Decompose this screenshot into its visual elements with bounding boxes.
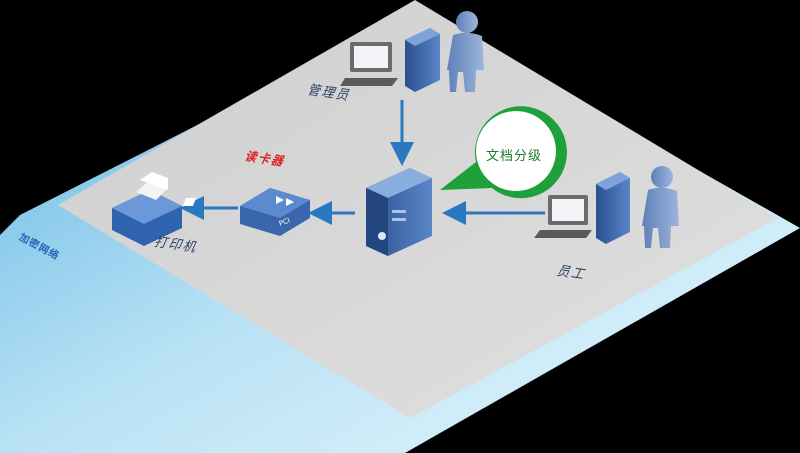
callout-label: 文档分级: [486, 149, 543, 164]
employee-computer-icon: [534, 172, 630, 244]
server-icon: [366, 168, 432, 256]
admin-computer-icon: [340, 28, 440, 92]
employee-person-icon: [642, 166, 679, 248]
card-reader-icon: [183, 188, 310, 236]
printer-icon: [112, 172, 182, 246]
card-reader-device-text: PCI: [278, 217, 291, 228]
callout-bubble: [440, 106, 567, 199]
admin-person-icon: [447, 11, 484, 92]
